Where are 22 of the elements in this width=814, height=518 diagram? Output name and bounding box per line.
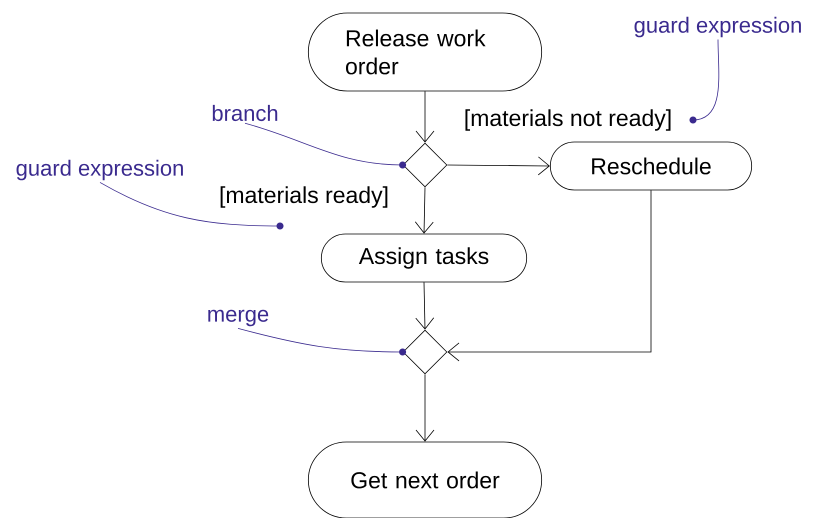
leader-line [100,182,284,230]
leader-line [238,328,406,356]
edge-label: [materials not ready] [462,108,674,132]
leader-line [690,39,720,124]
activity-box: Assign tasks [320,234,528,282]
arrow [416,374,434,442]
arrow [415,282,434,330]
annotation-text: merge [208,310,268,326]
arrow [447,190,652,362]
arrow [414,187,434,234]
decision-diamond [402,330,448,374]
decision-diamond [402,142,448,188]
edge-label: [materials ready] [218,185,390,209]
annotation-text: guard expression [16,160,183,180]
arrow [416,91,434,143]
arrow [447,156,550,176]
leader-line [244,122,406,168]
activity-box: Get next order [308,442,542,518]
annotation-text: guard expression [634,16,801,38]
annotation-text: branch [212,104,278,122]
activity-box: Reschedule [550,142,752,190]
activity-box: Release work order [308,12,542,92]
